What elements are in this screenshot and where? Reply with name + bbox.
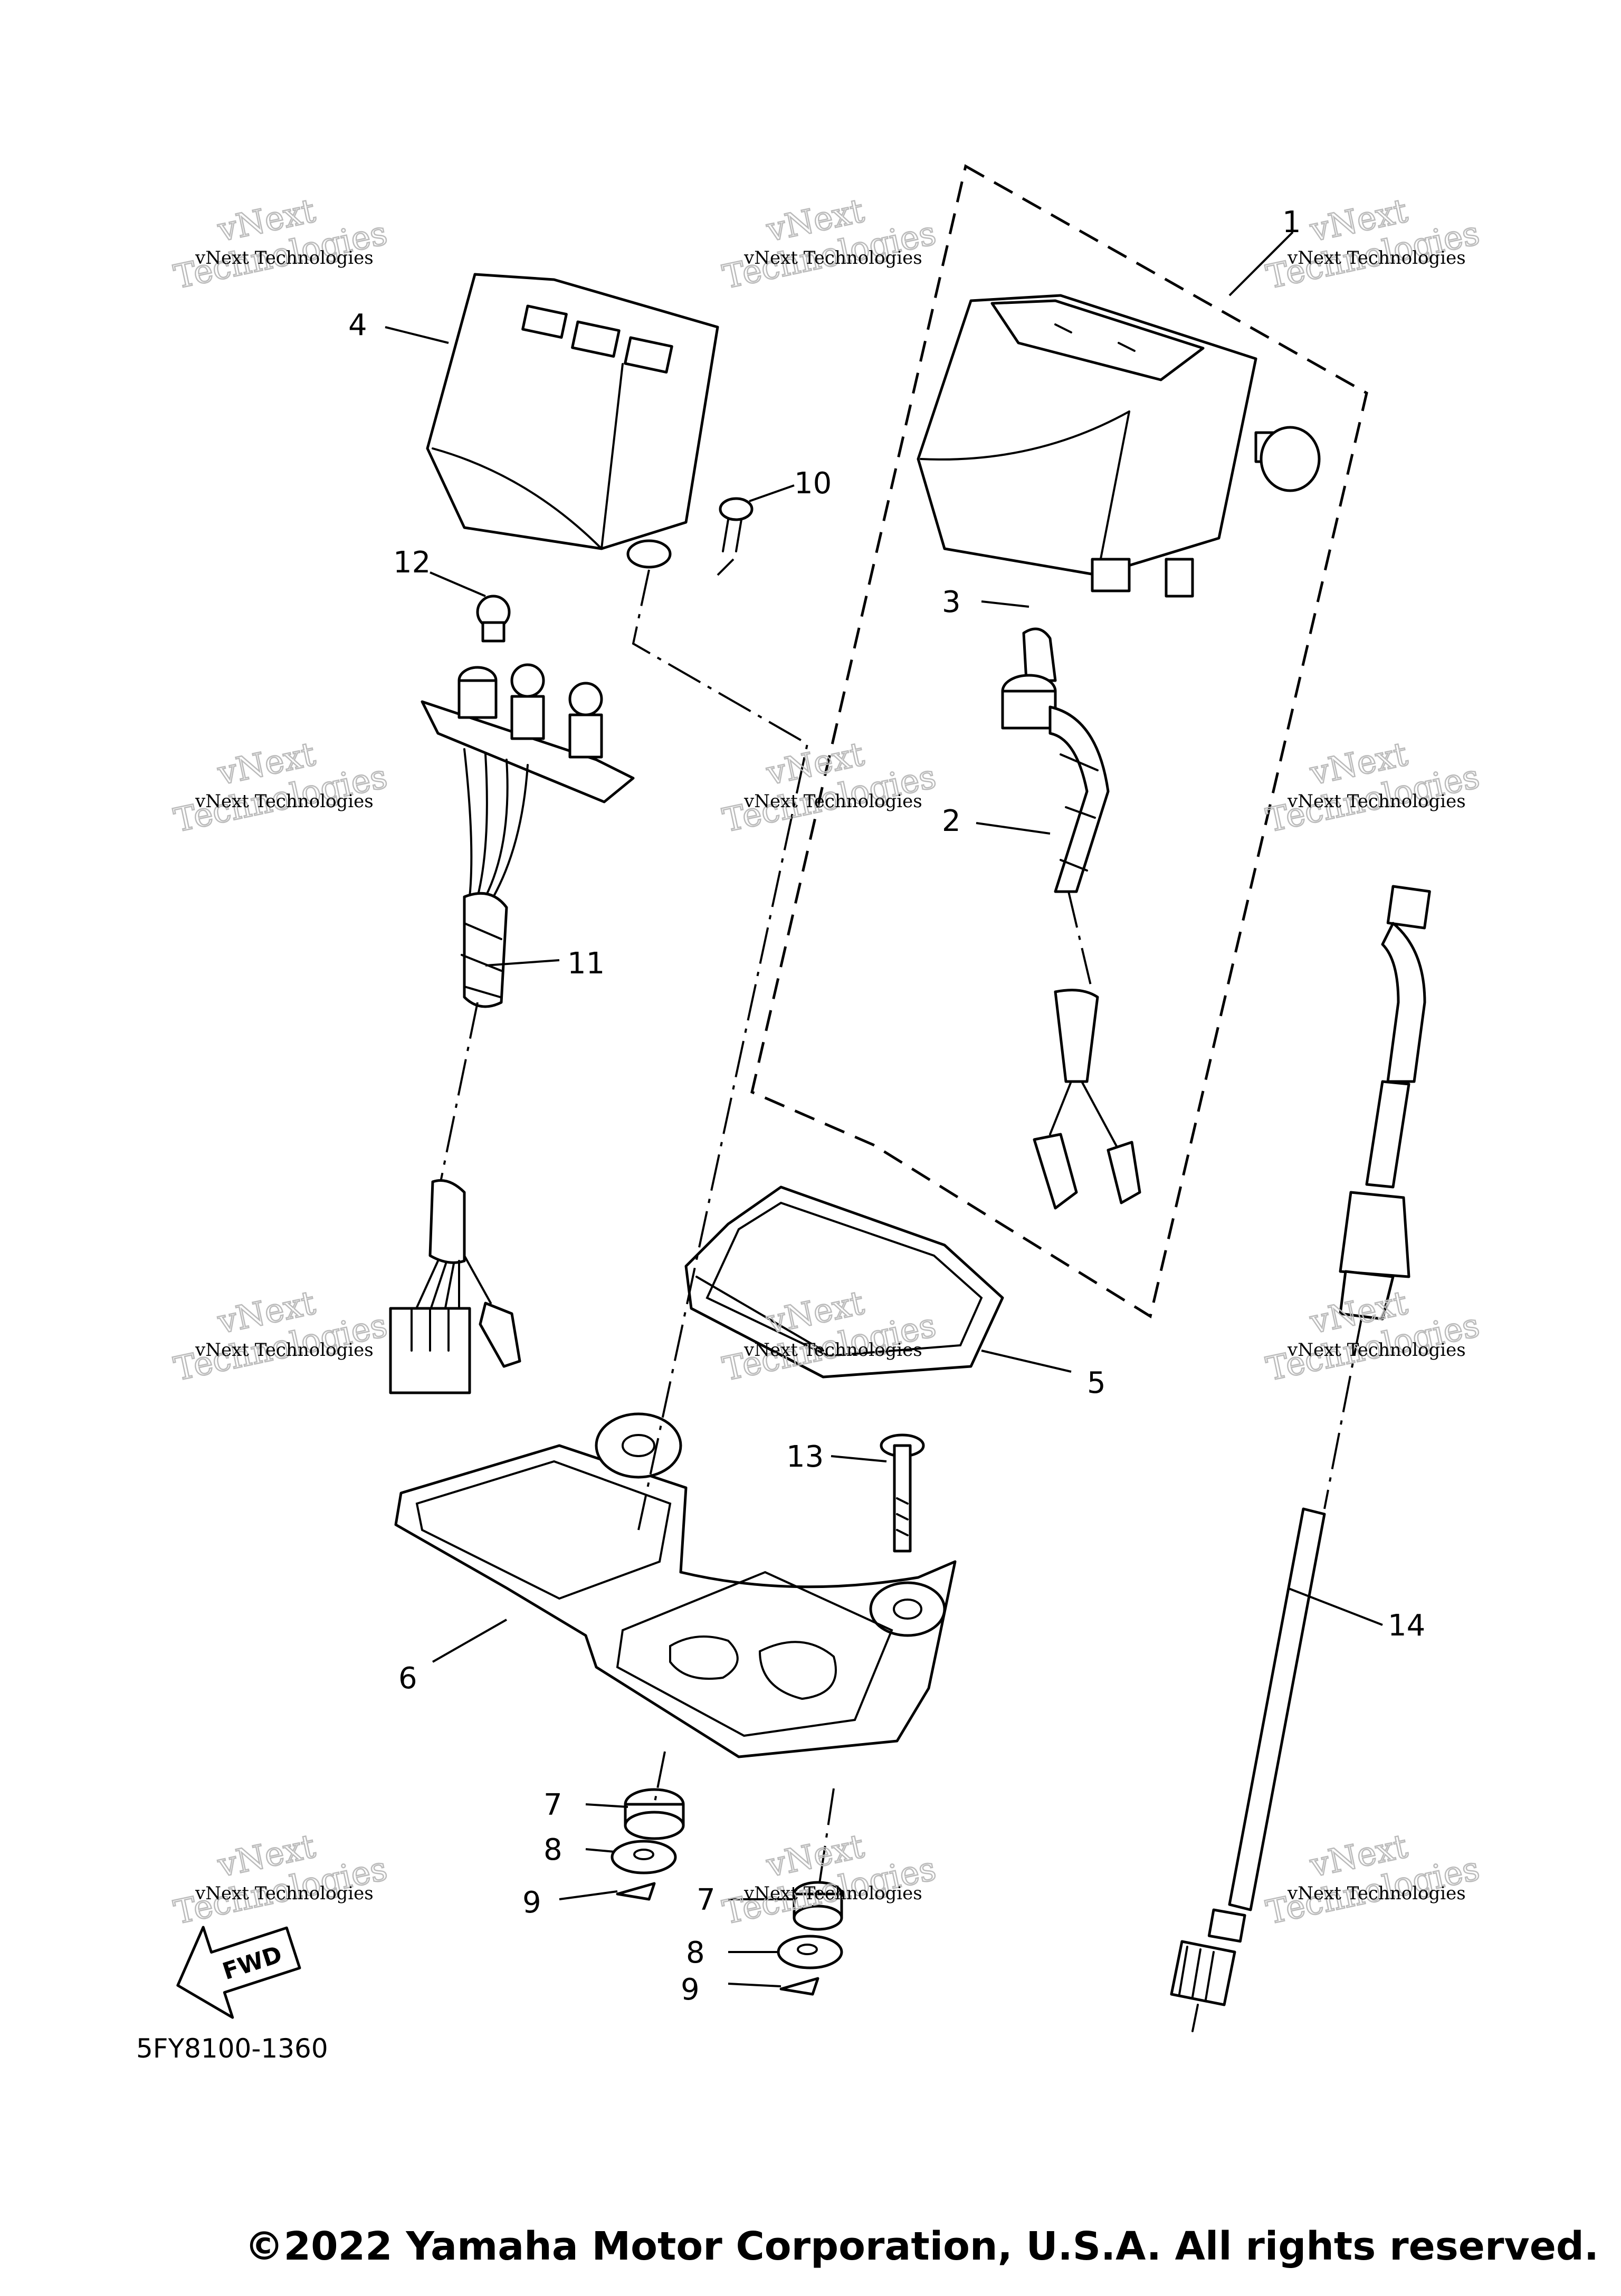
part-5-gasket [684,1185,1004,1379]
callout-8b: 8 [686,1936,705,1970]
watermark: Technologies vNext vNext Technologies [170,190,391,297]
svg-text:vNext Technologies: vNext Technologies [743,1883,922,1904]
part-6-bracket [394,1412,957,1758]
alignment-line-b [717,558,735,576]
watermark: Technologies vNext vNext Technologies [719,1283,940,1389]
part-10-screw [719,497,754,552]
watermark: Technologies vNext vNext Technologies [1262,1283,1483,1389]
callout-6: 6 [398,1661,417,1696]
callout-4: 4 [348,308,367,342]
svg-text:vNext Technologies: vNext Technologies [195,791,374,812]
svg-text:vNext Technologies: vNext Technologies [1287,1340,1466,1361]
svg-text:vNext Technologies: vNext Technologies [195,1340,374,1361]
callout-11: 11 [567,946,605,981]
part-11-wire-harness [389,663,635,1394]
watermark: Technologies vNext vNext Technologies [170,734,391,840]
part-7-grommet-left [624,1788,685,1840]
part-12-bulb [476,595,511,643]
watermark: Technologies vNext vNext Technologies [170,1283,391,1389]
callout-9a: 9 [522,1886,541,1920]
watermark: Technologies vNext vNext Technologies [1262,734,1483,840]
callout-3: 3 [942,585,961,619]
part-2-wire-harness [1001,674,1141,1210]
callout-12: 12 [393,546,431,580]
part-13-bolt [880,1433,925,1553]
svg-text:vNext Technologies: vNext Technologies [743,791,922,812]
part-code: 5FY8100-1360 [136,2033,328,2064]
svg-text:vNext Technologies: vNext Technologies [195,247,374,269]
svg-text:vNext Technologies: vNext Technologies [195,1883,374,1904]
callout-5: 5 [1087,1366,1106,1400]
alignment-line-d [817,1788,835,1895]
part-14-cable [1170,885,1431,2032]
assembly-boundary [750,164,1368,1318]
callout-10: 10 [794,466,832,501]
part-3-bulb [1022,627,1057,682]
alignment-line-c [653,1751,666,1805]
callout-14: 14 [1388,1609,1425,1643]
watermark: Technologies vNext vNext Technologies [1262,1826,1483,1933]
callout-13: 13 [786,1440,824,1474]
part-7-grommet-right [793,1881,843,1931]
copyright-notice: ©2022 Yamaha Motor Corporation, U.S.A. A… [244,2224,1599,2269]
part-9-pin-left [616,1882,656,1901]
callout-8a: 8 [543,1833,562,1867]
watermark: Technologies vNext vNext Technologies [170,1826,391,1933]
watermark: Technologies vNext vNext Technologies [719,190,940,297]
svg-text:vNext Technologies: vNext Technologies [1287,247,1466,269]
callout-7b: 7 [697,1883,716,1917]
part-8-washer-left [611,1840,677,1874]
part-1-speedometer [917,294,1321,598]
callout-9b: 9 [681,1973,700,2007]
svg-text:vNext Technologies: vNext Technologies [743,247,922,269]
watermark: Technologies vNext vNext Technologies [719,734,940,840]
svg-text:vNext Technologies: vNext Technologies [1287,1883,1466,1904]
part-8-washer-right [777,1935,843,1969]
alignment-line-a [632,569,809,1530]
callout-1: 1 [1282,205,1301,240]
callout-2: 2 [942,804,961,838]
part-9-pin-right [779,1977,819,1996]
part-4-meter-housing [426,273,719,569]
svg-text:vNext Technologies: vNext Technologies [743,1340,922,1361]
svg-text:vNext Technologies: vNext Technologies [1287,791,1466,812]
callout-7a: 7 [543,1788,562,1822]
